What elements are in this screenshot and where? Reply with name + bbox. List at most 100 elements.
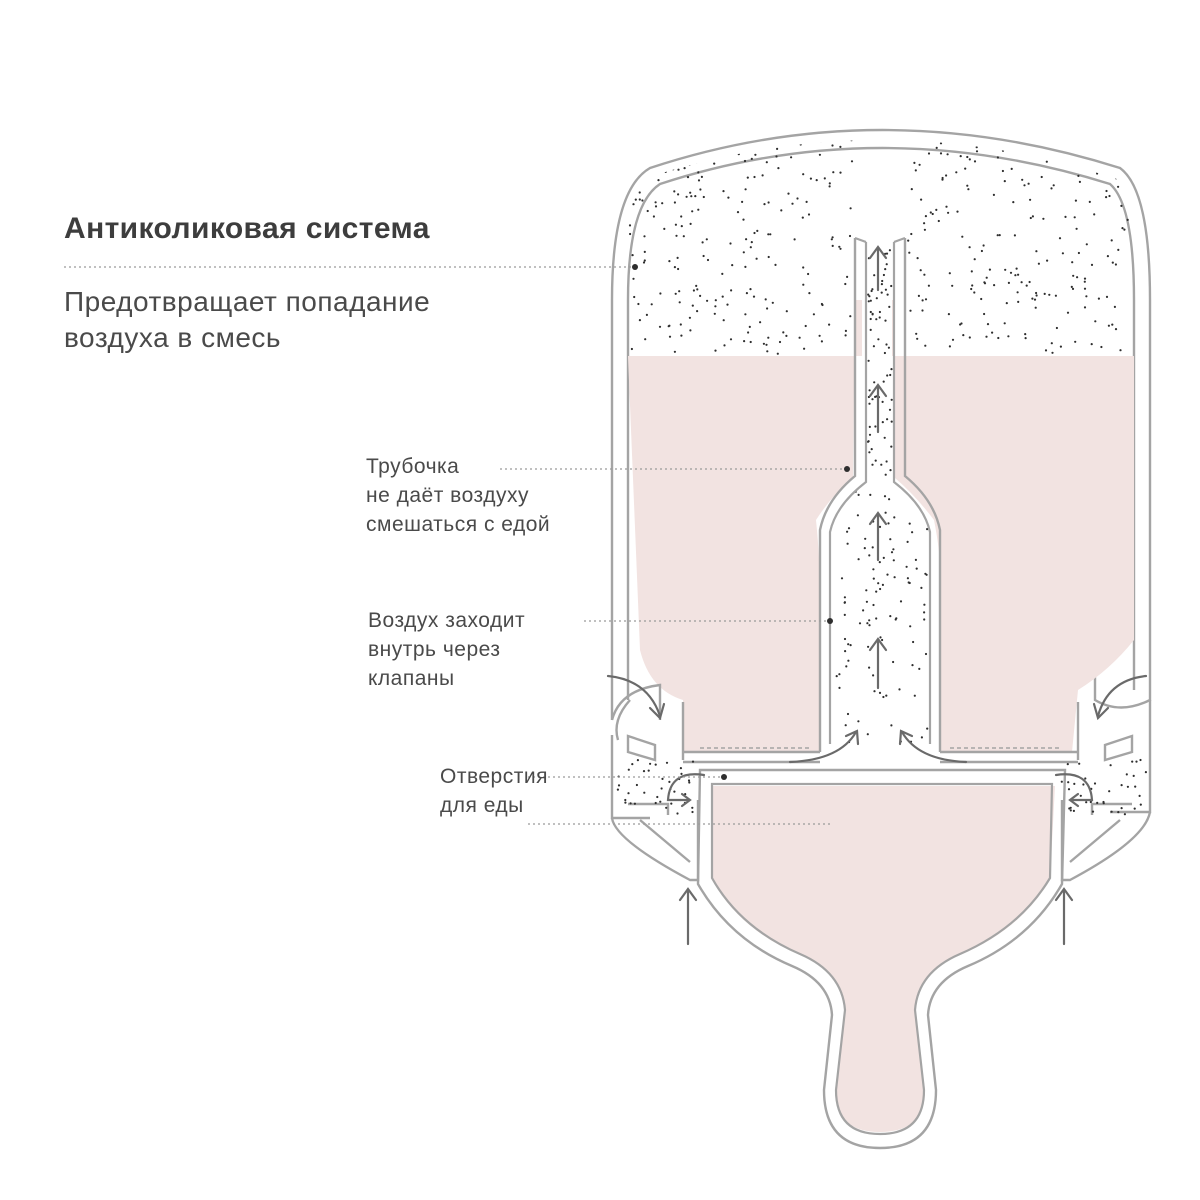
air-dot [691,806,694,809]
air-dot [919,269,922,272]
air-dot [1009,135,1011,137]
air-dot [808,292,811,295]
air-dot [890,284,893,288]
air-dot [881,421,884,424]
air-dot [868,624,871,627]
air-dot [948,345,952,348]
air-dot [871,312,874,315]
air-dot [908,522,911,525]
air-dot [726,303,729,306]
air-dot [924,215,928,218]
air-dot [675,234,678,237]
air-dot [881,583,885,587]
air-dot [867,300,870,303]
air-dot [627,768,630,771]
air-dot [673,201,677,204]
air-dot [673,790,676,793]
air-dot [742,251,745,254]
air-dot [864,537,867,540]
air-dot [624,798,627,802]
air-dot [889,538,892,541]
air-dot [765,161,768,164]
air-dot [885,263,888,266]
air-dot [769,233,772,236]
air-dot [1084,777,1087,780]
arrow-up-icon [868,383,888,434]
air-dot [880,463,883,466]
air-dot [780,209,783,212]
curved-arrow-icon [788,729,860,764]
air-dot [1078,180,1081,183]
air-dot [1073,216,1076,219]
air-dot [682,134,684,136]
air-dot [872,674,875,677]
air-dot [983,122,985,124]
air-dot [927,152,931,155]
air-dot [798,336,801,339]
air-dot [966,184,969,187]
air-dot [1118,160,1121,163]
arrow-up-icon [868,637,888,690]
air-dot [888,249,892,252]
air-dot [673,190,676,193]
callout-air-line-1: Воздух заходит [368,609,526,632]
air-dot [881,279,884,283]
air-dot [691,123,693,125]
air-dot [1058,237,1062,240]
air-dot [923,273,926,276]
air-dot [838,673,841,676]
air-dot [796,197,799,200]
air-dot [683,167,686,170]
air-dot [680,225,683,228]
air-dot [695,284,698,287]
air-dot [918,667,921,671]
air-dot [871,398,874,401]
air-dot [746,176,749,179]
air-dot [1072,809,1075,813]
air-dot [863,547,866,550]
air-dot [1106,119,1108,121]
air-dot [1126,145,1129,148]
air-dot [697,208,700,211]
air-dot [1067,788,1071,791]
air-dot [882,273,886,277]
air-dot [898,688,901,691]
air-dot [782,331,785,334]
air-dot [1044,349,1048,352]
air-dot [687,160,691,163]
air-dot [973,258,976,261]
callout-air-valves: Воздух заходит внутрь через клапаны [368,606,525,693]
air-dot [812,313,816,316]
air-dot [866,622,869,625]
air-dot [983,312,986,316]
nipple-outline-outer [696,768,1067,1150]
air-dot [847,659,850,662]
air-dot [1026,125,1028,127]
air-dot [865,589,868,592]
air-dot [1100,345,1103,349]
air-dot [873,690,876,693]
air-dot [844,650,847,653]
air-dot [802,173,805,176]
air-dot [1003,180,1006,183]
air-dot [764,298,767,301]
air-dot [714,305,717,308]
air-dot [869,310,872,314]
air-dot [696,122,698,124]
air-dot [884,473,887,476]
air-dot [1133,807,1136,810]
callout-air-line-2: внутрь через [368,638,501,661]
air-dot [883,495,887,498]
air-dot [642,168,645,171]
air-dot [967,188,970,191]
air-dot [706,299,709,302]
air-dot [939,152,943,155]
air-dot [957,121,959,123]
air-dot [937,219,940,223]
air-dot [682,235,685,238]
air-dot [971,284,974,287]
air-dot [697,171,700,174]
air-dot [1117,185,1120,188]
air-dot [973,291,976,294]
callout-tube: Трубочка не даёт воздуху смешаться с едо… [366,452,550,539]
